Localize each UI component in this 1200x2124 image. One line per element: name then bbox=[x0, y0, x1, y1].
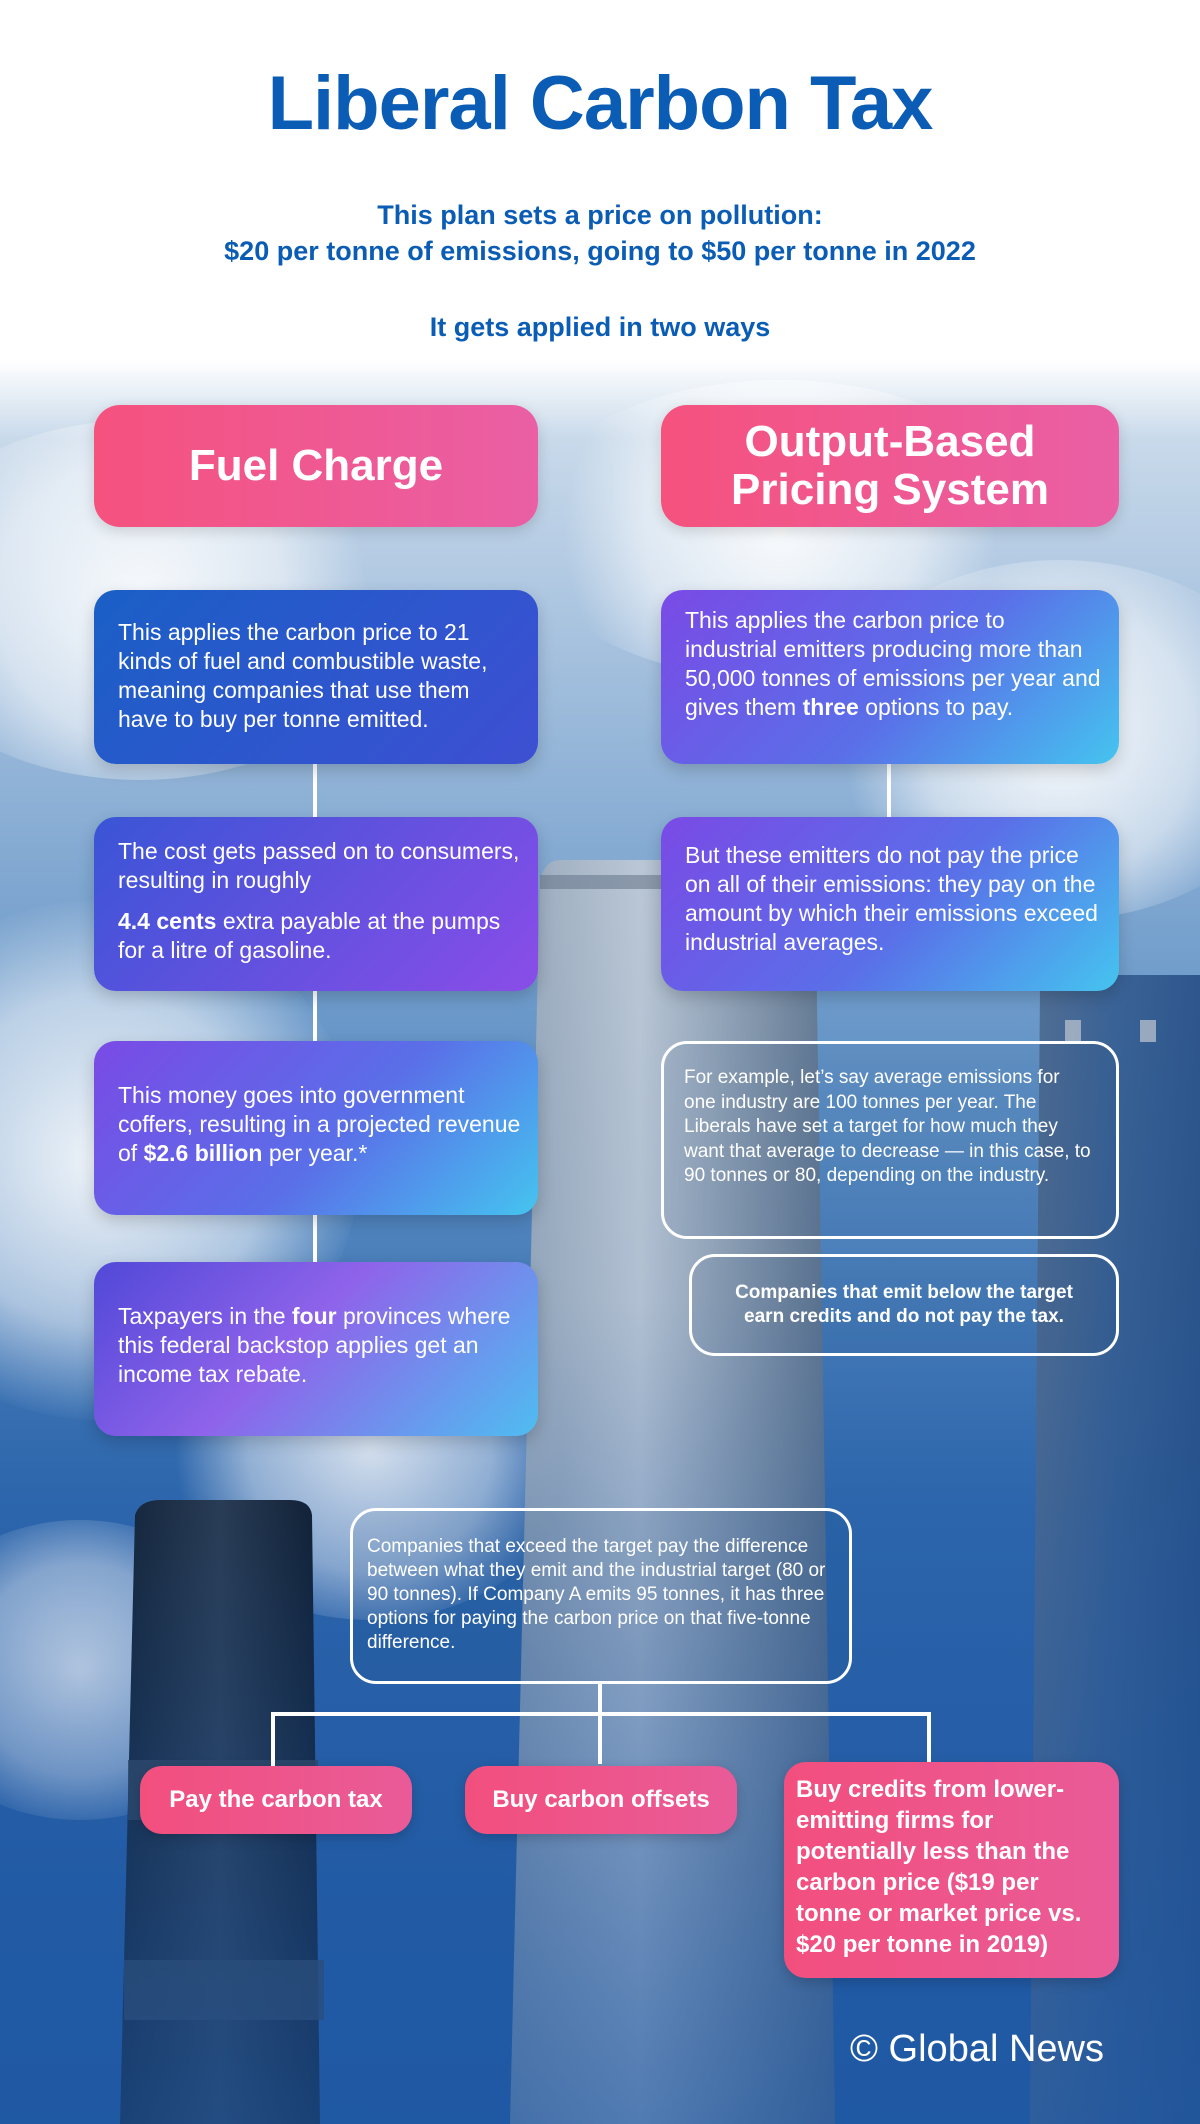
output-based-heading-line-2: Pricing System bbox=[731, 465, 1049, 514]
fuel-charge-card-4-text-a: Taxpayers in the bbox=[118, 1303, 292, 1329]
fuel-charge-card-4-bold: four bbox=[291, 1303, 337, 1329]
options-connector-bar bbox=[271, 1712, 931, 1716]
fuel-charge-card-4: Taxpayers in the four provinces where th… bbox=[94, 1262, 538, 1436]
fuel-charge-card-3-bold: $2.6 billion bbox=[143, 1140, 263, 1166]
fuel-charge-card-1: This applies the carbon price to 21 kind… bbox=[94, 590, 538, 764]
fuel-charge-card-4-text: Taxpayers in the four provinces where th… bbox=[118, 1302, 522, 1389]
fuel-charge-card-2-bold: 4.4 cents bbox=[118, 908, 217, 934]
fuel-charge-heading-label: Fuel Charge bbox=[188, 441, 444, 490]
output-based-card-1-text-a: This applies the carbon price to industr… bbox=[685, 607, 1101, 720]
example-text: For example, let’s say average emissions… bbox=[684, 1067, 1091, 1186]
exceed-target-box: Companies that exceed the target pay the… bbox=[350, 1508, 852, 1684]
output-based-card-2-text: But these emitters do not pay the price … bbox=[685, 842, 1098, 955]
fuel-charge-card-2-text-a: The cost gets passed on to consumers, re… bbox=[118, 838, 520, 893]
option-buy-offsets-label: Buy carbon offsets bbox=[492, 1786, 710, 1813]
subtitle-line-1: This plan sets a price on pollution: bbox=[377, 200, 823, 230]
output-based-card-1-text: This applies the carbon price to industr… bbox=[685, 606, 1103, 722]
example-box: For example, let’s say average emissions… bbox=[661, 1041, 1119, 1239]
options-connector-trunk bbox=[598, 1684, 602, 1764]
option-pay-carbon-tax-label: Pay the carbon tax bbox=[169, 1786, 383, 1813]
fuel-charge-card-3-text: This money goes into government coffers,… bbox=[118, 1081, 522, 1168]
page-title: Liberal Carbon Tax bbox=[267, 61, 934, 146]
output-based-card-1-bold: three bbox=[802, 694, 859, 720]
output-based-card-1: This applies the carbon price to industr… bbox=[661, 590, 1119, 764]
option-buy-offsets: Buy carbon offsets bbox=[465, 1766, 737, 1834]
output-based-card-1-text-b: options to pay. bbox=[858, 694, 1014, 720]
fuel-charge-heading: Fuel Charge bbox=[94, 405, 538, 527]
fuel-charge-card-2: The cost gets passed on to consumers, re… bbox=[94, 817, 538, 991]
options-connector-right bbox=[927, 1712, 931, 1766]
fuel-charge-card-3-text-a: This money goes into government coffers,… bbox=[118, 1082, 521, 1166]
output-based-heading: Output-Based Pricing System bbox=[661, 405, 1119, 527]
below-target-box: Companies that emit below the target ear… bbox=[689, 1254, 1119, 1356]
fuel-charge-card-2-text-b-wrap: 4.4 cents extra payable at the pumps for… bbox=[118, 907, 522, 965]
below-target-text: Companies that emit below the target ear… bbox=[735, 1282, 1073, 1327]
option-buy-credits-label: Buy credits from lower-emitting firms fo… bbox=[796, 1776, 1082, 1958]
subtitle-line-3: It gets applied in two ways bbox=[429, 312, 771, 342]
fuel-charge-card-4-text-b: provinces where this federal backstop ap… bbox=[118, 1303, 511, 1387]
output-based-heading-line-1: Output-Based bbox=[744, 417, 1036, 466]
output-based-card-2: But these emitters do not pay the price … bbox=[661, 817, 1119, 991]
fuel-charge-card-2-text-b: extra payable at the pumps for a litre o… bbox=[118, 908, 501, 963]
options-connector-left bbox=[271, 1712, 275, 1766]
output-based-connector bbox=[887, 760, 891, 820]
global-news-credit: © Global News bbox=[850, 2028, 1104, 2070]
option-buy-credits: Buy credits from lower-emitting firms fo… bbox=[784, 1762, 1119, 1978]
fuel-charge-card-3-text-b: per year.* bbox=[262, 1140, 368, 1166]
fuel-charge-card-1-text: This applies the carbon price to 21 kind… bbox=[118, 619, 488, 732]
option-pay-carbon-tax: Pay the carbon tax bbox=[140, 1766, 412, 1834]
subtitle-line-2: $20 per tonne of emissions, going to $50… bbox=[224, 236, 976, 266]
fuel-charge-card-3: This money goes into government coffers,… bbox=[94, 1041, 538, 1215]
exceed-target-text: Companies that exceed the target pay the… bbox=[367, 1536, 826, 1653]
